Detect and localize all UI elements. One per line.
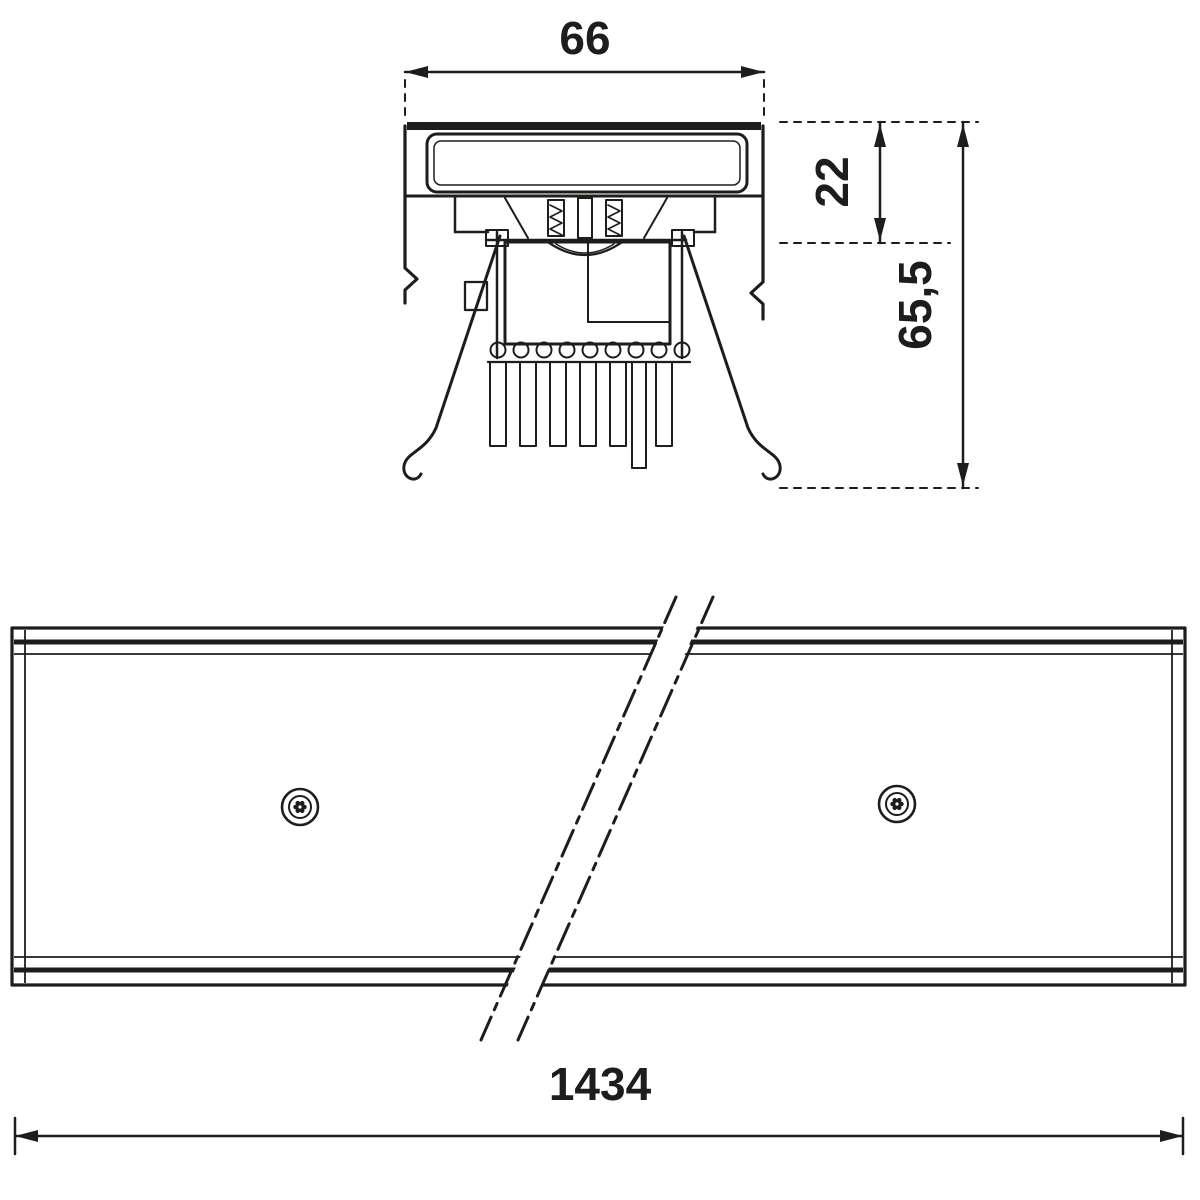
torx-center xyxy=(895,802,899,806)
break-line xyxy=(479,595,678,1042)
torx-center xyxy=(298,805,302,809)
arrowhead-right xyxy=(1160,1130,1183,1142)
arrowhead-down xyxy=(957,463,969,486)
torx-screw-left xyxy=(280,787,320,827)
clamp-assembly xyxy=(484,197,688,257)
dimension-1434-label: 1434 xyxy=(549,1058,652,1110)
cross-section-view xyxy=(402,122,782,481)
terminal-row xyxy=(489,341,691,359)
arrowhead-right xyxy=(741,66,764,78)
lens xyxy=(425,132,749,194)
break-line xyxy=(516,595,715,1042)
terminal-block xyxy=(486,360,692,469)
mounting-spring-left xyxy=(402,234,502,481)
dimension-65-5-label: 65,5 xyxy=(889,260,941,350)
torx-screw-right xyxy=(877,784,917,824)
break-gap xyxy=(483,594,711,1043)
mounting-spring-right xyxy=(682,234,782,481)
profile-body-outline xyxy=(10,626,1187,987)
dimension-22: 22 xyxy=(779,120,979,245)
gear-tray xyxy=(503,240,672,346)
dimension-66: 66 xyxy=(403,12,766,119)
profile-wall-right xyxy=(749,124,765,321)
arrowhead-left xyxy=(405,66,428,78)
arrowhead-up xyxy=(874,124,886,147)
elevation-view xyxy=(10,594,1187,1043)
mounting-plates xyxy=(463,229,695,360)
dimension-1434: 1434 xyxy=(13,1058,1185,1156)
dimension-66-label: 66 xyxy=(559,12,610,64)
dimension-65-5: 65,5 xyxy=(779,120,979,490)
arrowhead-up xyxy=(957,124,969,147)
dimension-22-label: 22 xyxy=(806,156,858,207)
bezel-skirts xyxy=(453,194,717,234)
arrowhead-down xyxy=(874,218,886,241)
profile-wall-left xyxy=(403,124,419,305)
arrowhead-left xyxy=(15,1130,38,1142)
